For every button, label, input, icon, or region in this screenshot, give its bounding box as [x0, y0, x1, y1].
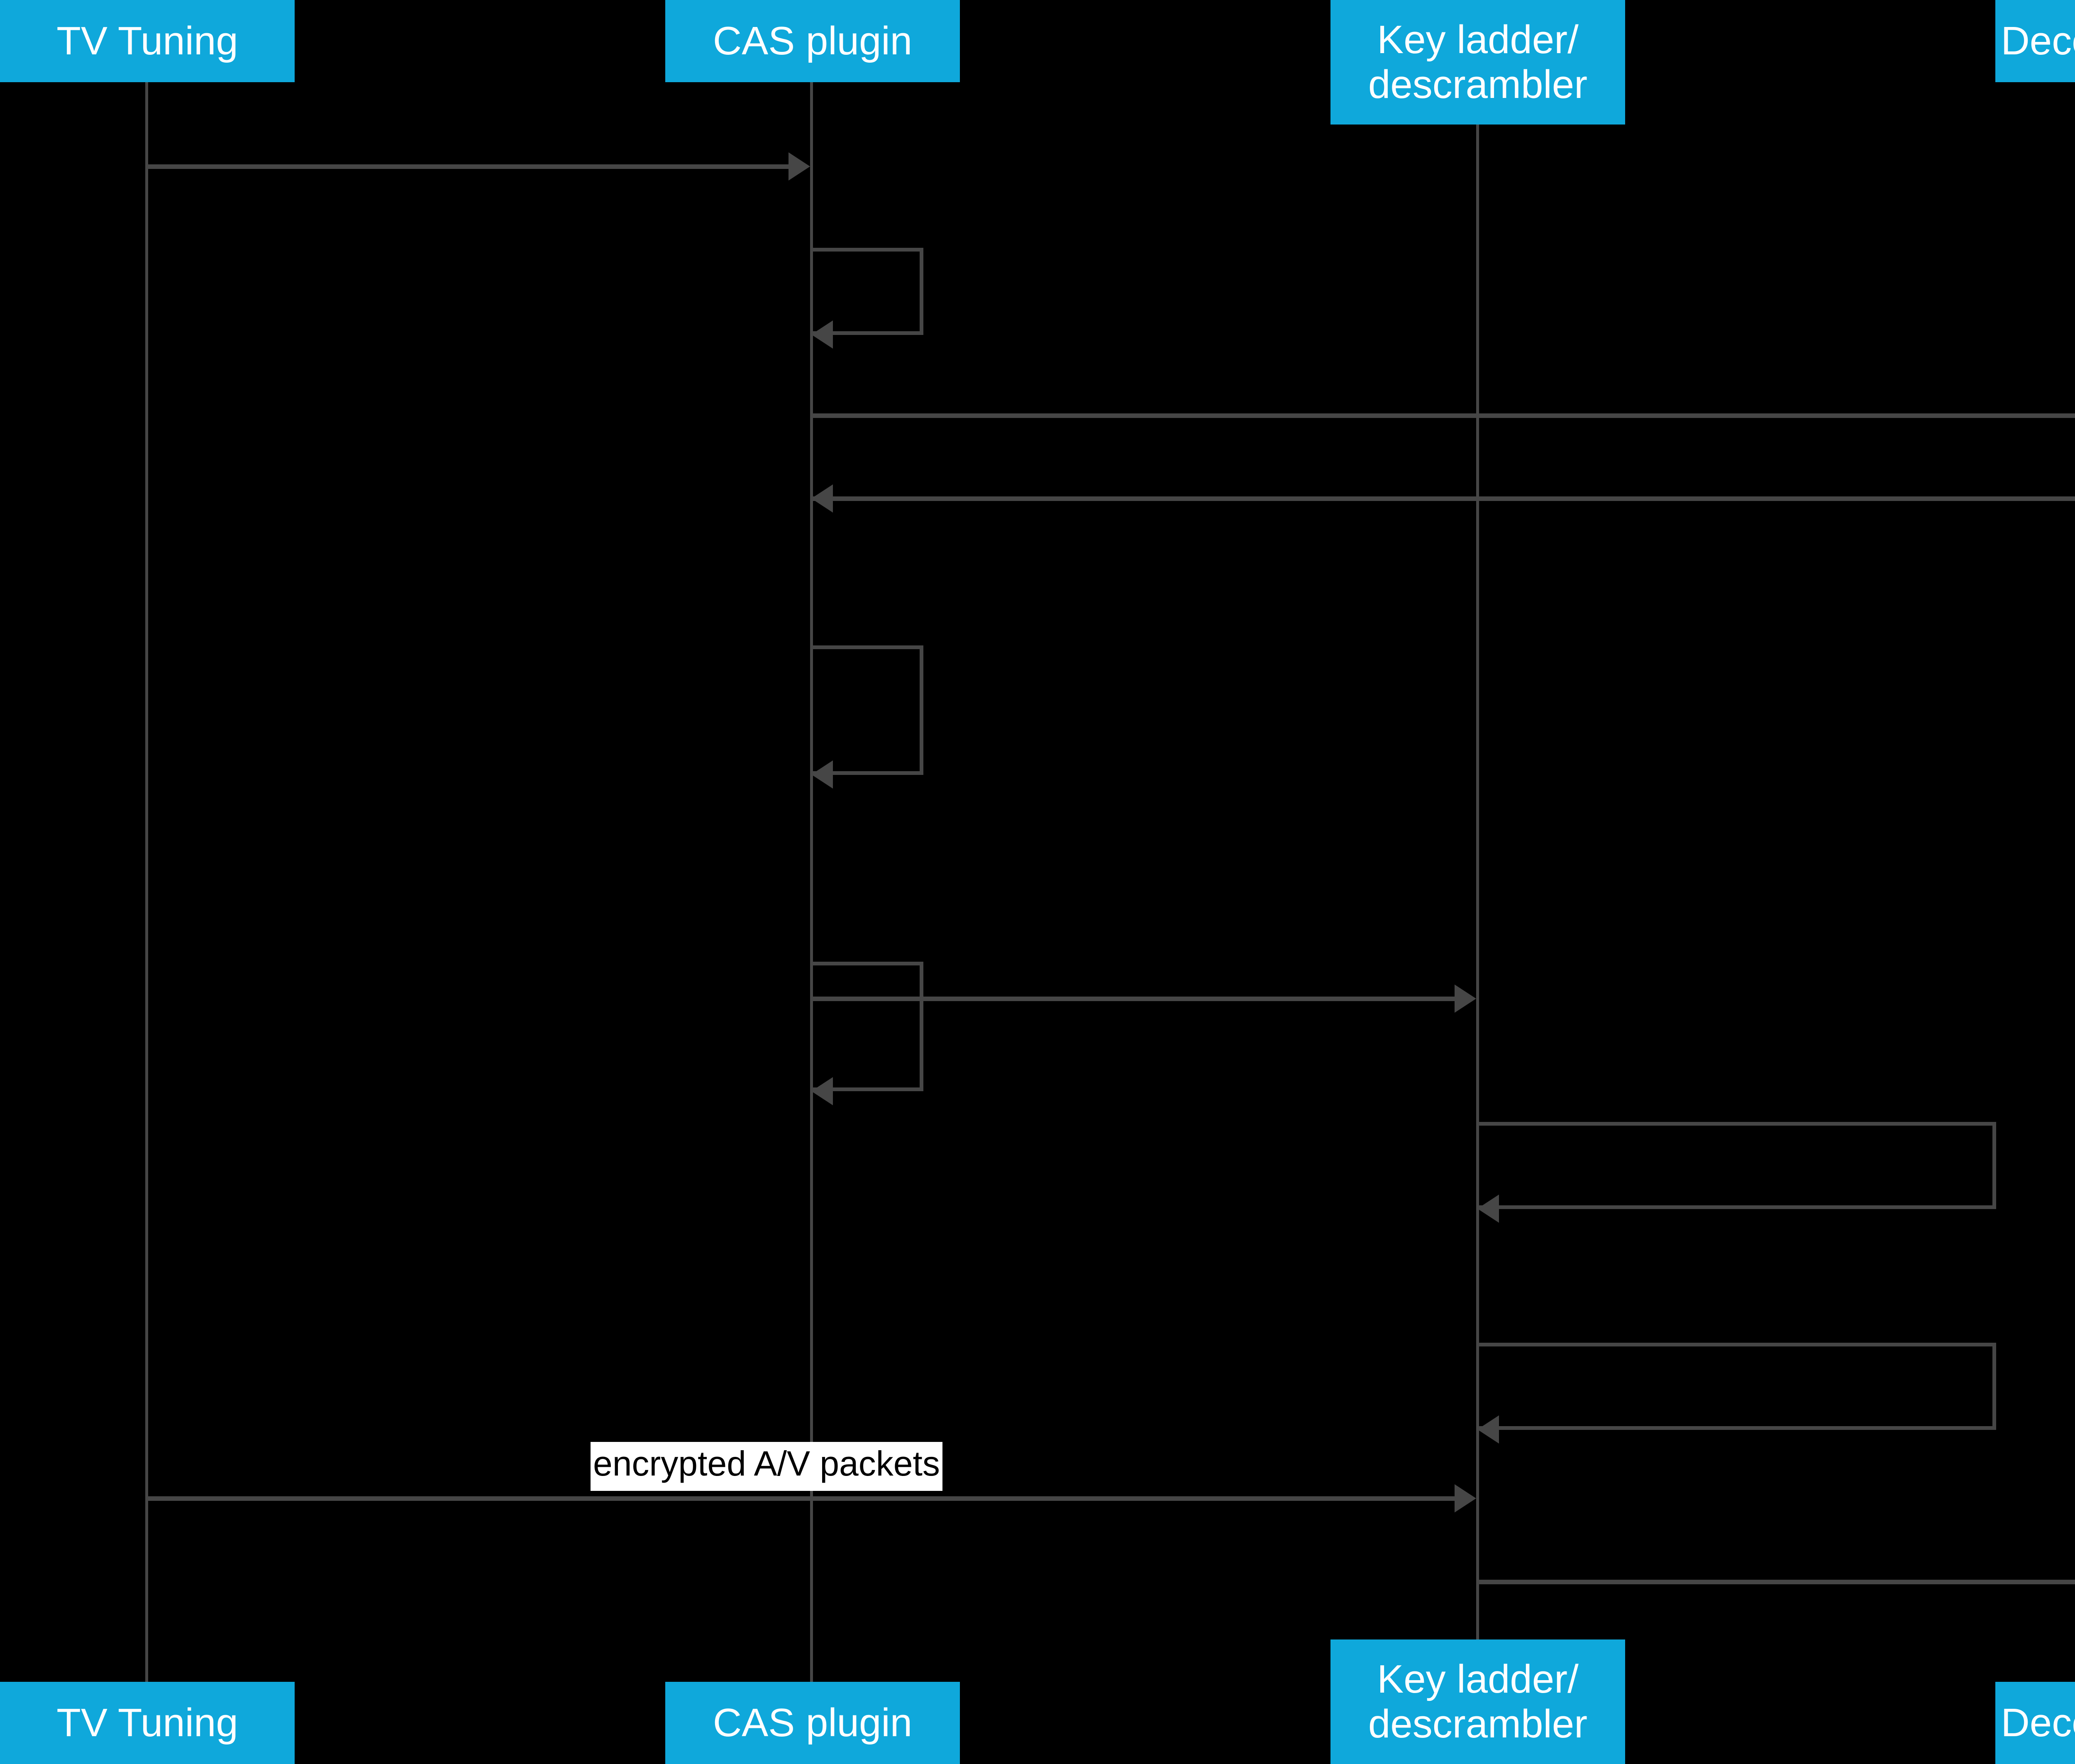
participant-top-cas-plugin[interactable]: CAS plugin [665, 0, 960, 82]
participant-top-decode[interactable]: Decode, display [1995, 0, 2075, 82]
participant-bottom-cas-plugin[interactable]: CAS plugin [665, 1682, 960, 1764]
arrow-head-m6 [811, 1077, 833, 1105]
arrow-head-m5 [811, 760, 833, 789]
lifeline-key-ladder [1476, 125, 1479, 1639]
arrow-head-m7 [1455, 985, 1476, 1013]
message-line-m1[interactable] [146, 164, 790, 169]
participant-label-cas-plugin: CAS plugin [713, 19, 913, 64]
message-line-m3[interactable] [811, 413, 2075, 418]
arrow-head-m4 [811, 484, 833, 513]
participant-label-tv-tuning: TV Tuning [56, 19, 238, 64]
participant-bottom-key-ladder[interactable]: Key ladder/ descrambler [1330, 1639, 1625, 1764]
message-line-m10[interactable] [146, 1496, 1456, 1501]
participant-top-tv-tuning[interactable]: TV Tuning [0, 0, 295, 82]
message-line-m11[interactable] [1477, 1580, 2075, 1584]
self-call-m9[interactable] [1477, 1343, 1996, 1430]
message-line-m7[interactable] [811, 997, 1455, 1001]
participant-label-key-ladder: Key ladder/ descrambler [1368, 17, 1588, 107]
self-call-m5[interactable] [811, 645, 923, 775]
arrow-head-m9 [1477, 1415, 1499, 1444]
participant-label-bottom-decode: Decode, display [2001, 1700, 2075, 1745]
self-call-m6[interactable] [811, 962, 923, 1091]
arrow-head-m10 [1455, 1484, 1476, 1512]
lifeline-cas-plugin [810, 82, 813, 1697]
participant-label-bottom-cas-plugin: CAS plugin [713, 1700, 913, 1745]
arrow-head-m1 [788, 152, 810, 181]
message-line-m4[interactable] [811, 496, 2075, 501]
participant-label-bottom-key-ladder: Key ladder/ descrambler [1368, 1657, 1588, 1746]
participant-bottom-tv-tuning[interactable]: TV Tuning [0, 1682, 295, 1764]
participant-label-decode: Decode, display [2001, 19, 2075, 64]
message-label-encrypted-av-packets: encrypted A/V packets [591, 1442, 942, 1491]
arrow-head-m8 [1477, 1195, 1499, 1223]
self-call-m2[interactable] [811, 248, 923, 335]
lifeline-tv-tuning [145, 82, 148, 1697]
participant-bottom-decode[interactable]: Decode, display [1995, 1682, 2075, 1764]
participant-top-key-ladder[interactable]: Key ladder/ descrambler [1330, 0, 1625, 125]
self-call-m8[interactable] [1477, 1122, 1996, 1209]
arrow-head-m2 [811, 320, 833, 349]
participant-label-bottom-tv-tuning: TV Tuning [56, 1700, 238, 1745]
